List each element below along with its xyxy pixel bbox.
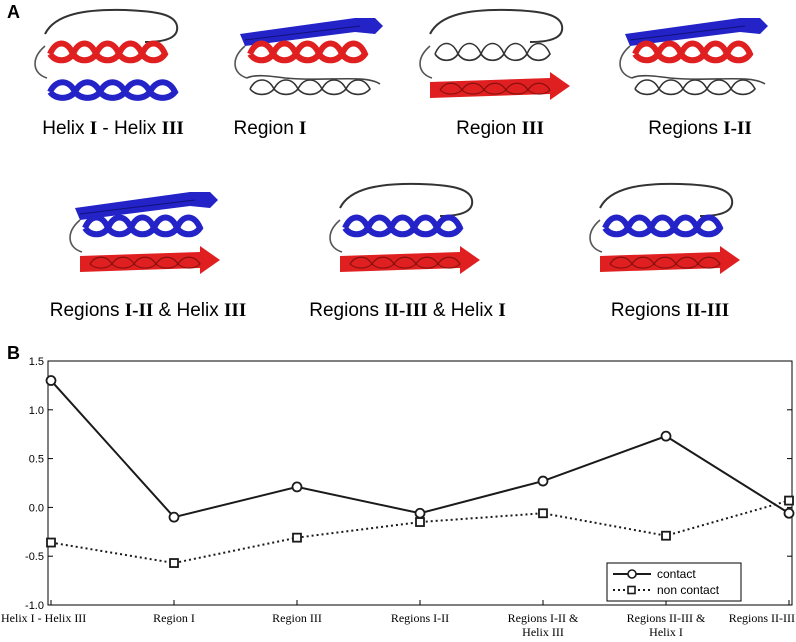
legend-marker-square: [627, 585, 636, 595]
data-point-non-contact: [784, 495, 794, 506]
structure-label-part: Regions: [648, 118, 724, 139]
data-point-non-contact: [46, 537, 56, 548]
x-tick-label: Regions II-III &: [627, 611, 706, 625]
alpha-helix: [342, 214, 464, 238]
legend-marker-circle: [627, 569, 637, 579]
loop-strand: [599, 182, 734, 217]
structure-label-3: Region III: [440, 118, 560, 140]
data-point-contact: [660, 430, 672, 442]
x-tick-label: Regions I-II: [391, 611, 449, 625]
data-point-contact: [168, 511, 180, 523]
x-tick-label: Helix I: [649, 625, 683, 639]
legend-box: [606, 562, 742, 602]
protein-structure-6: [320, 178, 490, 288]
structure-label-1: Helix I - Helix III: [28, 118, 198, 140]
y-tick-label: -1.0: [25, 600, 44, 612]
structure-label-7: Regions II-III: [600, 300, 740, 322]
data-point-contact: [537, 475, 549, 487]
loop-strand: [44, 8, 179, 43]
x-tick-label: Regions I-II &: [508, 611, 579, 625]
x-tick-label: Region I: [153, 611, 195, 625]
structure-label-part: III: [224, 300, 247, 321]
protein-structure-7: [580, 178, 750, 288]
data-point-contact: [291, 481, 303, 493]
panel-b-letter: B: [7, 343, 20, 363]
protein-structure-4: [610, 4, 780, 114]
protein-structure-5: [60, 178, 230, 288]
protein-structure-3: [410, 4, 580, 114]
helix-loop: [634, 79, 756, 96]
structure-label-part: III: [161, 118, 184, 139]
legend-label: non contact: [657, 583, 720, 597]
structure-label-6: Regions II-III & Helix I: [295, 300, 520, 322]
structure-label-part: II-III: [685, 300, 730, 321]
structure-label-part: I: [498, 300, 506, 321]
helix-loop: [249, 79, 371, 96]
data-point-non-contact: [538, 508, 548, 519]
structure-label-part: I: [299, 118, 307, 139]
data-point-non-contact: [169, 558, 179, 568]
structure-label-part: III: [521, 118, 544, 139]
y-tick-label: 1.0: [29, 405, 44, 417]
beta-sheet: [80, 246, 220, 274]
alpha-helix: [632, 40, 754, 64]
loop-strand: [429, 8, 564, 43]
x-tick-label: Helix I - Helix III: [1, 611, 86, 625]
structure-label-4: Regions I-II: [630, 118, 770, 140]
x-tick-label: Helix III: [522, 625, 564, 639]
beta-sheet: [600, 246, 740, 274]
alpha-helix: [47, 79, 179, 101]
legend-label: contact: [657, 567, 696, 581]
y-tick-label: 0.5: [29, 454, 44, 466]
y-tick-label: 1.5: [29, 356, 44, 368]
structure-label-part: & Helix: [153, 300, 225, 321]
structure-label-5: Regions I-II & Helix III: [38, 300, 258, 322]
beta-sheet: [430, 72, 570, 100]
structure-label-part: - Helix: [97, 118, 162, 139]
panel-a-letter: A: [7, 2, 20, 22]
beta-sheet: [340, 246, 480, 274]
structure-label-part: Region: [233, 118, 300, 139]
alpha-helix: [247, 40, 369, 64]
alpha-helix: [602, 214, 724, 238]
structure-label-part: Regions: [309, 300, 385, 321]
loop-strand: [339, 182, 474, 217]
structure-label-part: Regions: [610, 300, 686, 321]
y-tick-label: 0.0: [29, 502, 44, 514]
x-tick-label: Region III: [272, 611, 322, 625]
structure-label-part: Helix: [42, 118, 90, 139]
structure-label-part: Region: [456, 118, 522, 139]
structure-label-part: I: [89, 118, 98, 139]
data-point-non-contact: [415, 517, 425, 527]
alpha-helix: [47, 40, 169, 64]
protein-structure-1: [25, 4, 195, 114]
helix-loop: [434, 42, 551, 62]
structure-label-part: I-II: [124, 300, 154, 321]
data-point-non-contact: [661, 530, 671, 541]
y-tick-label: -0.5: [25, 551, 44, 563]
data-point-contact: [45, 375, 57, 386]
data-point-contact: [783, 507, 795, 519]
structure-label-part: Regions: [49, 300, 125, 321]
structure-label-part: & Helix: [427, 300, 499, 321]
data-point-non-contact: [292, 532, 302, 543]
structure-label-part: II-III: [384, 300, 428, 321]
x-tick-label: Regions II-III: [729, 611, 795, 625]
alpha-helix: [82, 214, 204, 238]
structure-label-part: I-II: [723, 118, 752, 139]
data-point-contact: [414, 507, 426, 519]
structure-label-2: Region I: [210, 118, 330, 140]
protein-structure-2: [225, 4, 395, 114]
